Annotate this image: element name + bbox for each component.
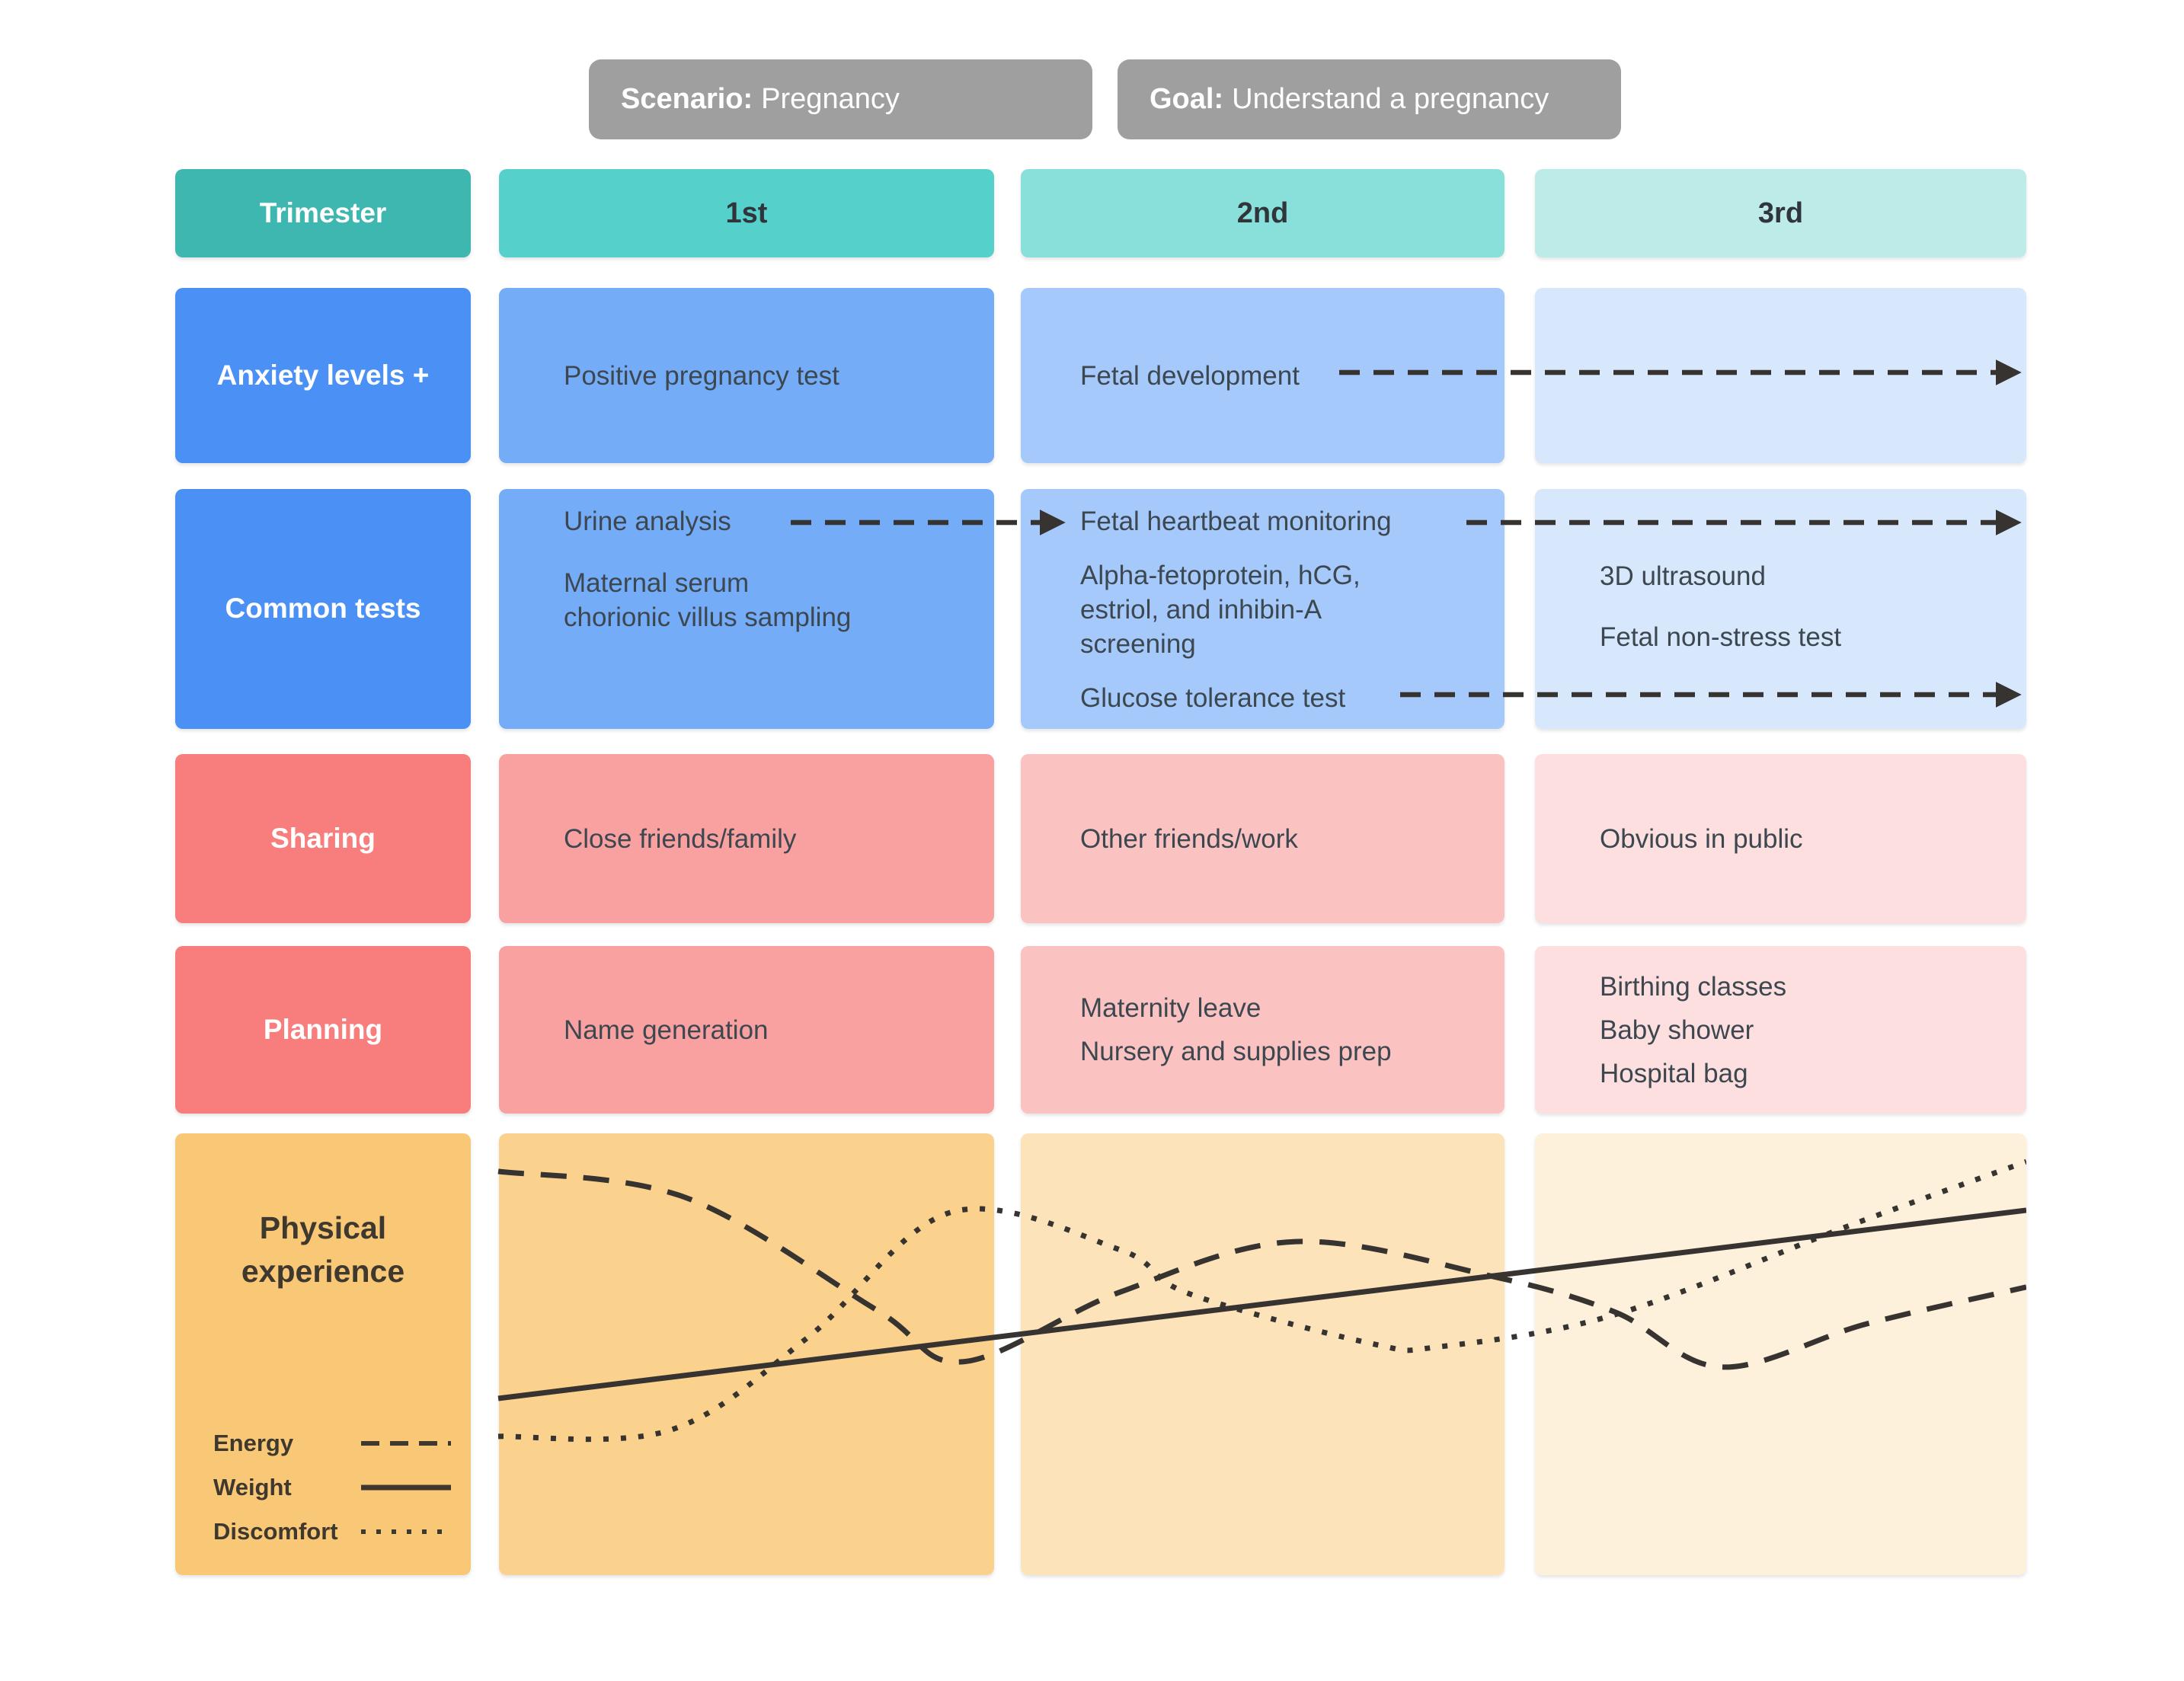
scenario-badge-value: Pregnancy: [761, 83, 900, 115]
header-trimester-label: Trimester: [175, 169, 471, 257]
header-col-2nd: 2nd: [1021, 169, 1504, 257]
physical-experience-title: Physical experience: [241, 1210, 405, 1289]
legend-row-energy: Energy: [213, 1421, 451, 1465]
cell-planning-3rd: Birthing classes Baby shower Hospital ba…: [1535, 946, 2026, 1114]
row-label-anxiety-levels: Anxiety levels +: [175, 288, 471, 463]
cell-item: Urine analysis: [564, 507, 731, 536]
solid-line-sample-icon: [361, 1484, 451, 1491]
cell-item: Obvious in public: [1600, 823, 1803, 854]
legend-label-energy: Energy: [213, 1430, 294, 1456]
cell-item: Baby shower: [1600, 1015, 1754, 1045]
goal-badge-key: Goal:: [1150, 83, 1224, 115]
legend-label-weight: Weight: [213, 1474, 292, 1500]
row-label-sharing: Sharing: [175, 754, 471, 923]
cell-item: Nursery and supplies prep: [1080, 1037, 1392, 1066]
cell-item: Maternity leave: [1080, 993, 1261, 1023]
physical-legend: Energy Weight Discomfort: [175, 1421, 471, 1554]
scenario-badge-key: Scenario:: [621, 83, 753, 115]
cell-tests-1st: Urine analysis Maternal serum chorionic …: [499, 489, 994, 729]
cell-sharing-3rd: Obvious in public: [1535, 754, 2026, 923]
legend-row-weight: Weight: [213, 1465, 451, 1510]
cell-item: Positive pregnancy test: [564, 360, 839, 391]
cell-item: Maternal serum chorionic villus sampling: [564, 568, 852, 632]
cell-item: Alpha-fetoprotein, hCG, estriol, and inh…: [1080, 561, 1361, 659]
cell-item: Fetal heartbeat monitoring: [1080, 507, 1392, 536]
cell-item: Hospital bag: [1600, 1058, 1748, 1088]
dashed-line-sample-icon: [361, 1441, 451, 1446]
cell-item: Birthing classes: [1600, 971, 1787, 1002]
cell-item: Other friends/work: [1080, 823, 1298, 854]
cell-tests-2nd: Fetal heartbeat monitoring Alpha-fetopro…: [1021, 489, 1504, 729]
cell-anxiety-2nd: Fetal development: [1021, 288, 1504, 463]
cell-item: Close friends/family: [564, 823, 797, 854]
cell-planning-2nd: Maternity leave Nursery and supplies pre…: [1021, 946, 1504, 1114]
chart-cell-1st: [499, 1133, 994, 1575]
row-label-planning: Planning: [175, 946, 471, 1114]
cell-sharing-1st: Close friends/family: [499, 754, 994, 923]
goal-badge: Goal: Understand a pregnancy: [1118, 59, 1621, 139]
cell-sharing-2nd: Other friends/work: [1021, 754, 1504, 923]
cell-anxiety-1st: Positive pregnancy test: [499, 288, 994, 463]
cell-item: 3D ultrasound: [1600, 561, 1766, 591]
row-label-common-tests: Common tests: [175, 489, 471, 729]
row-label-physical-experience: Physical experience Energy Weight Discom…: [175, 1133, 471, 1575]
legend-row-discomfort: Discomfort: [213, 1510, 451, 1554]
cell-item: Fetal development: [1080, 360, 1300, 391]
header-col-1st: 1st: [499, 169, 994, 257]
cell-anxiety-3rd: [1535, 288, 2026, 463]
dotted-line-sample-icon: [361, 1529, 451, 1534]
chart-cell-3rd: [1535, 1133, 2026, 1575]
chart-cell-2nd: [1021, 1133, 1504, 1575]
cell-planning-1st: Name generation: [499, 946, 994, 1114]
cell-tests-3rd: 3D ultrasound Fetal non-stress test: [1535, 489, 2026, 729]
legend-label-discomfort: Discomfort: [213, 1518, 338, 1545]
cell-item: Fetal non-stress test: [1600, 622, 1842, 652]
goal-badge-value: Understand a pregnancy: [1232, 83, 1549, 115]
cell-item: Name generation: [564, 1015, 769, 1045]
header-col-3rd: 3rd: [1535, 169, 2026, 257]
cell-item: Glucose tolerance test: [1080, 683, 1346, 713]
scenario-badge: Scenario: Pregnancy: [589, 59, 1092, 139]
